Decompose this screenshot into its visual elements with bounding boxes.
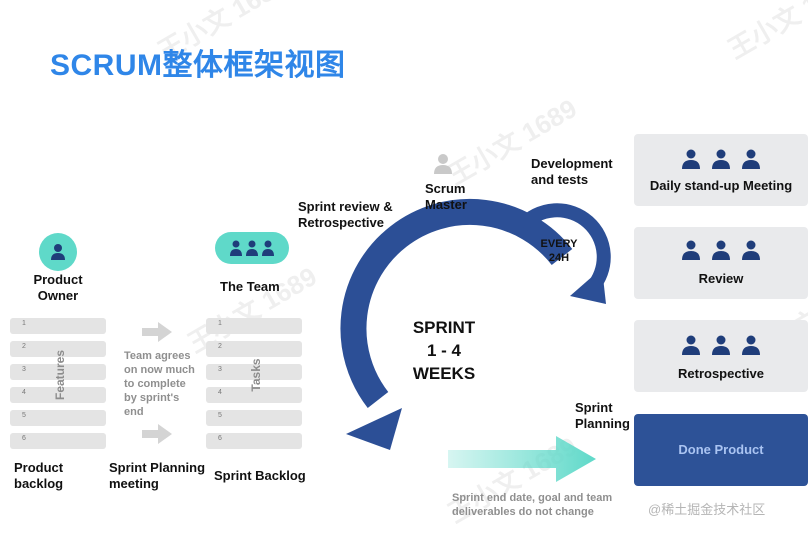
list-item: 4 [206, 387, 302, 403]
done-product-panel: Done Product [634, 414, 808, 486]
features-label: Features [53, 349, 67, 400]
product-backlog-label: Product backlog [14, 460, 64, 491]
sprint-review-label: Sprint review & Retrospective [298, 199, 393, 230]
list-item: 2 [206, 341, 302, 357]
list-item: 4 [10, 387, 106, 403]
product-owner-avatar [39, 233, 77, 271]
sprint-planning-meeting-label: Sprint Planning meeting [109, 460, 206, 491]
team-avatar [215, 232, 289, 264]
people-icon [230, 240, 274, 256]
sprint-backlog-label: Sprint Backlog [214, 468, 306, 483]
people-icon [634, 334, 808, 356]
people-icon [634, 239, 808, 261]
list-item: 6 [10, 433, 106, 449]
team-label: The Team [220, 279, 280, 294]
sprint-cycle-arrowhead [346, 408, 402, 450]
daily-standup-panel: Daily stand-up Meeting [634, 134, 808, 206]
sprint-cycle-diagram [340, 198, 611, 450]
planning-note: Team agrees on now much to complete by s… [124, 350, 195, 418]
source-credit: @稀土掘金技术社区 [648, 502, 766, 517]
development-tests-label: Development and tests [531, 156, 613, 187]
retrospective-panel: Retrospective [634, 320, 808, 392]
daily-standup-label: Daily stand-up Meeting [649, 178, 793, 193]
product-owner-label: Product Owner [33, 272, 83, 303]
review-panel: Review [634, 227, 808, 299]
sprint-duration: SPRINT 1 - 4 WEEKS [412, 318, 476, 383]
scrum-master-label: Scrum Master [425, 181, 467, 212]
person-icon [51, 244, 65, 260]
review-label: Review [698, 271, 744, 286]
arrow-right-icon [448, 436, 596, 482]
arrow-right-icon [142, 424, 172, 444]
list-item: 3 [10, 364, 106, 380]
watermark: 王小文 1689 [722, 0, 808, 65]
list-item: 1 [10, 318, 106, 334]
list-item: 3 [206, 364, 302, 380]
scrum-master-icon [434, 154, 452, 174]
sprint-end-note: Sprint end date, goal and team deliverab… [452, 492, 613, 518]
done-product-label: Done Product [678, 442, 764, 457]
tasks-label: Tasks [249, 358, 263, 392]
list-item: 2 [10, 341, 106, 357]
page-title: SCRUM整体框架视图 [50, 49, 346, 82]
arrow-right-icon [142, 322, 172, 342]
list-item: 6 [206, 433, 302, 449]
daily-loop-arrowhead [570, 268, 606, 304]
list-item: 5 [206, 410, 302, 426]
list-item: 5 [10, 410, 106, 426]
sprint-planning-label: Sprint Planning [575, 400, 630, 431]
people-icon [634, 148, 808, 170]
retrospective-label: Retrospective [678, 366, 764, 381]
list-item: 1 [206, 318, 302, 334]
every-24h-label: EVERY 24H [540, 238, 578, 264]
